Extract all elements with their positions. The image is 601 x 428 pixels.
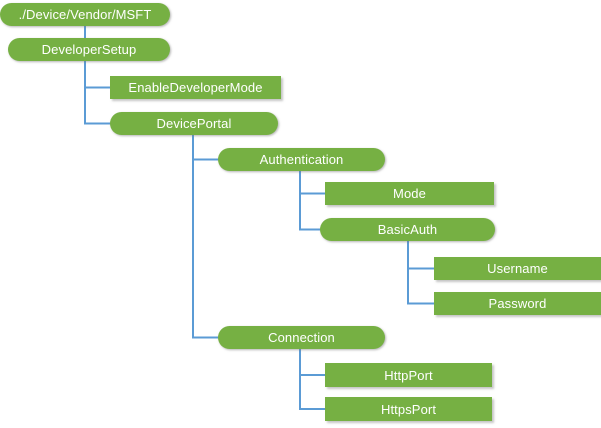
connector-developersetup-to-deviceportal — [84, 60, 111, 125]
node-label-httpsport: HttpsPort — [380, 401, 437, 417]
node-label-authentication: Authentication — [259, 152, 344, 167]
node-label-connection: Connection — [268, 330, 335, 345]
connector-deviceportal-to-connection — [192, 134, 219, 339]
node-label-username: Username — [487, 261, 548, 276]
connector-basicauth-to-password — [407, 240, 435, 305]
node-root[interactable]: ./Device/Vendor/MSFT — [0, 3, 170, 26]
connector-basicauth-to-username — [407, 240, 435, 270]
node-password[interactable]: Password — [434, 292, 601, 315]
connector-authentication-to-mode — [299, 170, 326, 195]
node-label-password: Password — [488, 296, 547, 311]
node-httpport[interactable]: HttpPort — [325, 363, 492, 387]
node-label-mode: Mode — [393, 186, 426, 201]
node-label-developersetup: DeveloperSetup — [41, 42, 137, 57]
node-developersetup[interactable]: DeveloperSetup — [8, 38, 170, 61]
node-connection[interactable]: Connection — [218, 326, 385, 349]
connector-connection-to-httpsport — [299, 348, 326, 410]
connector-deviceportal-to-authentication — [192, 134, 219, 161]
connector-developersetup-to-enabledevelopermode — [84, 60, 111, 89]
node-httpsport[interactable]: HttpsPort — [325, 397, 492, 421]
node-label-httpport: HttpPort — [384, 367, 433, 383]
node-label-enabledevelopermode: EnableDeveloperMode — [128, 80, 263, 95]
connector-authentication-to-basicauth — [299, 170, 321, 231]
node-label-deviceportal: DevicePortal — [156, 116, 232, 131]
node-basicauth[interactable]: BasicAuth — [320, 218, 495, 241]
node-enabledevelopermode[interactable]: EnableDeveloperMode — [110, 76, 281, 99]
node-authentication[interactable]: Authentication — [218, 148, 385, 171]
node-mode[interactable]: Mode — [325, 182, 494, 205]
connector-connection-to-httpport — [299, 348, 326, 376]
node-deviceportal[interactable]: DevicePortal — [110, 112, 278, 135]
node-username[interactable]: Username — [434, 257, 601, 280]
node-label-basicauth: BasicAuth — [377, 222, 438, 237]
node-label-root: ./Device/Vendor/MSFT — [18, 7, 152, 22]
